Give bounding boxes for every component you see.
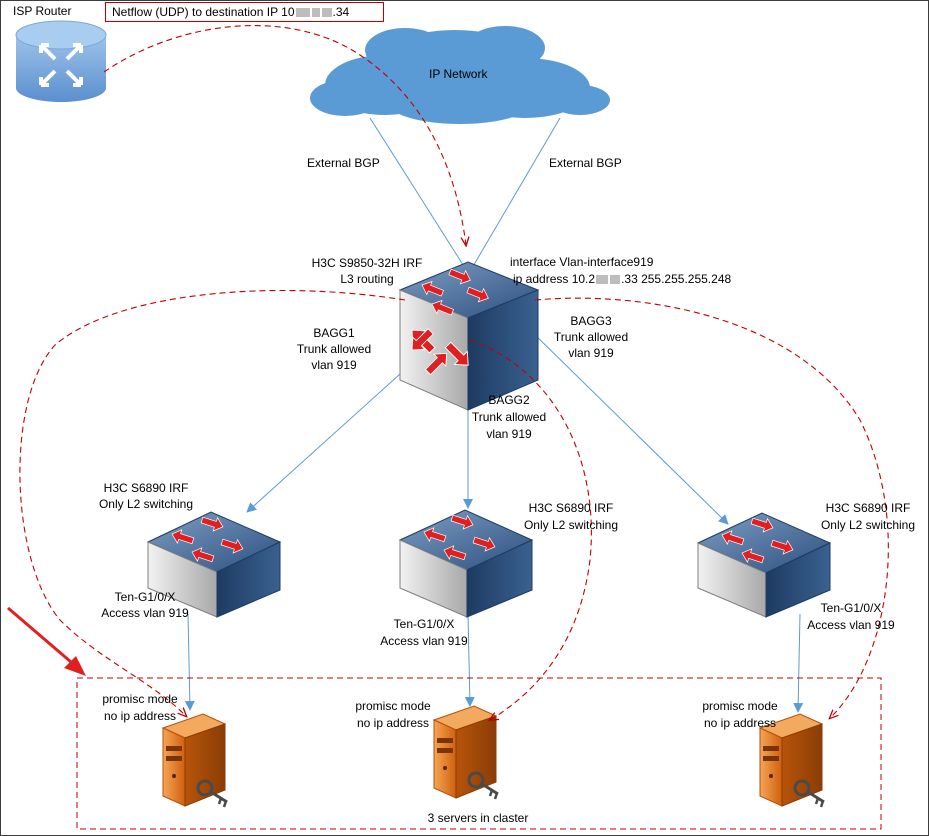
core-iface-line1: interface Vlan-interface919 (510, 255, 654, 269)
bagg1-trunk: Trunk allowed (296, 342, 372, 356)
key-icon (467, 771, 499, 800)
server-cluster-box (76, 677, 882, 830)
redacted-block (311, 8, 320, 18)
key-icon (196, 779, 228, 808)
netflow-flow-to-server-right (534, 297, 889, 718)
bagg2-vlan: vlan 919 (486, 427, 532, 441)
redacted-block (596, 275, 609, 285)
server-link-middle (464, 613, 475, 707)
bgp-left-label: External BGP (307, 156, 380, 170)
server-middle-icon (432, 705, 499, 800)
switch-left-role: Only L2 switching (98, 497, 194, 511)
access-switch-right-icon (696, 512, 832, 618)
server-right-ip: no ip address (703, 716, 777, 730)
access-switch-left-icon (146, 511, 282, 618)
bagg3-trunk: Trunk allowed (553, 330, 629, 344)
bagg2-name: BAGG2 (488, 393, 530, 407)
server-link-left (184, 613, 195, 711)
switch-middle-role: Only L2 switching (523, 518, 619, 532)
redacted-block (295, 8, 310, 18)
netflow-flow-to-server-left (19, 289, 406, 716)
bgp-link-left (369, 117, 466, 269)
switch-right-port: Ten-G1/0/X (820, 601, 882, 615)
switch-middle-access: Access vlan 919 (380, 634, 468, 648)
server-right-mode: promisc mode (702, 699, 778, 713)
bagg2-trunk: Trunk allowed (471, 410, 547, 424)
bagg1-name: BAGG1 (313, 326, 355, 340)
redacted-block (321, 8, 332, 18)
server-left-mode: promisc mode (102, 692, 178, 706)
isp-router-label: ISP Router (13, 4, 72, 18)
switch-right-access: Access vlan 919 (807, 618, 895, 632)
netflow-title-text: Netflow (UDP) to destination IP 10 (112, 5, 295, 19)
switch-middle-name: H3C S6890 IRF (528, 501, 614, 515)
ip-suffix: .33 255.255.255.248 (621, 272, 732, 286)
server-middle-mode: promisc mode (355, 699, 431, 713)
server-right-icon (758, 713, 825, 808)
key-icon (793, 779, 825, 808)
core-switch-name: H3C S9850-32H IRF (311, 256, 423, 270)
switch-left-access: Access vlan 919 (101, 606, 189, 620)
switch-left-port: Ten-G1/0/X (114, 590, 176, 604)
bagg3-name: BAGG3 (570, 314, 612, 328)
core-iface-line2: ip address 10.2 .33 255.255.255.248 (513, 272, 731, 287)
switch-middle-port: Ten-G1/0/X (393, 617, 455, 631)
server-middle-ip: no ip address (356, 716, 430, 730)
netflow-flow-isp-to-core (103, 25, 466, 245)
isp-router-icon (15, 20, 107, 102)
redacted-block (610, 275, 621, 285)
core-switch-role: L3 routing (340, 272, 394, 286)
bagg3-link (529, 329, 729, 525)
bagg1-link (246, 364, 411, 513)
bagg3-vlan: vlan 919 (568, 346, 614, 360)
server-link-right (793, 613, 804, 713)
ip-prefix: ip address 10.2 (513, 272, 596, 286)
switch-right-role: Only L2 switching (820, 518, 916, 532)
switch-right-name: H3C S6890 IRF (825, 501, 911, 515)
netflow-title-suffix: .34 (332, 5, 350, 19)
cluster-label: 3 servers in claster (427, 811, 529, 825)
server-left-ip: no ip address (103, 709, 177, 723)
ip-network-cloud (310, 26, 610, 124)
access-switch-middle-icon (398, 509, 534, 618)
bgp-right-label: External BGP (549, 156, 622, 170)
switch-left-name: H3C S6890 IRF (103, 481, 189, 495)
bagg1-vlan: vlan 919 (311, 358, 357, 372)
pointer-arrow-icon (7, 606, 86, 676)
core-switch-icon (398, 261, 540, 411)
netflow-title: Netflow (UDP) to destination IP 10 .34 (105, 2, 384, 22)
bgp-link-right (471, 117, 561, 269)
server-left-icon (161, 713, 228, 808)
netflow-flow-to-server-middle (469, 339, 592, 720)
cloud-label: IP Network (429, 67, 488, 81)
